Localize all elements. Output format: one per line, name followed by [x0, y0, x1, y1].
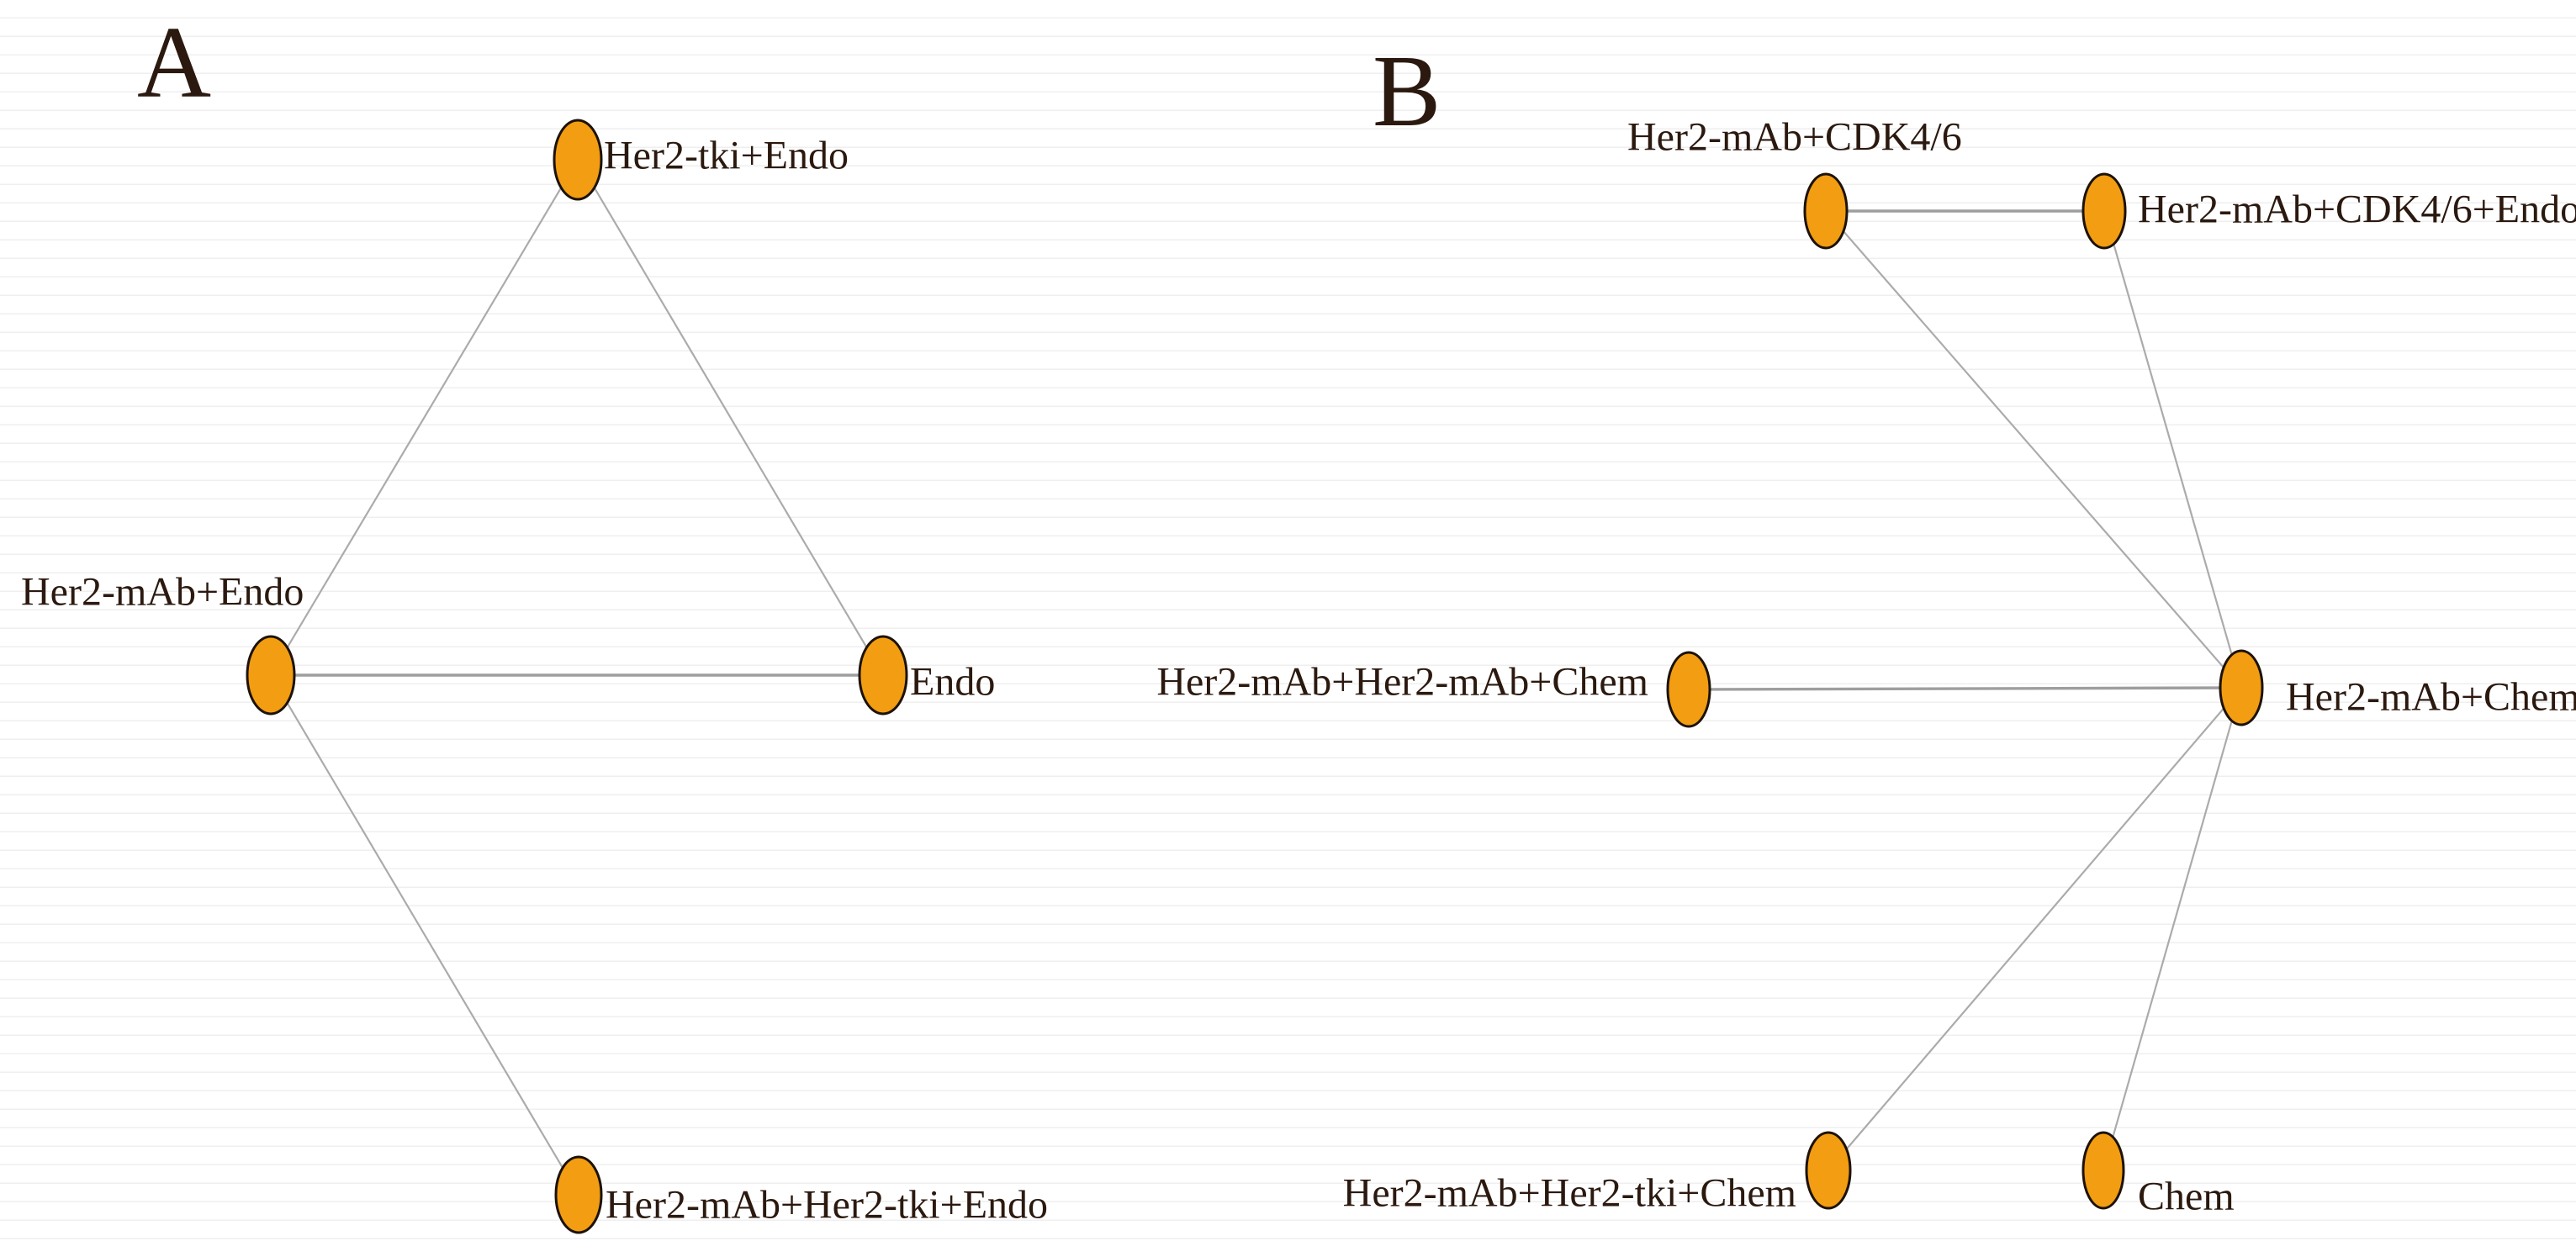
panel-label-B: B: [1373, 34, 1441, 148]
node-label-her2-mab-her2-mab-chem: Her2-mAb+Her2-mAb+Chem: [1156, 659, 1648, 705]
node-label-endo: Endo: [910, 659, 996, 705]
node-her2-tki-endo: [553, 119, 603, 201]
node-her2-mab-endo: [246, 635, 296, 716]
edge-her2-mab-her2-tki-chem--her2-mab-chem: [1828, 687, 2242, 1171]
node-label-chem: Chem: [2138, 1174, 2235, 1219]
panel-label-A: A: [137, 6, 212, 119]
node-her2-mab-her2-tki-endo: [554, 1155, 603, 1234]
edge-her2-mab-cdk46-endo--her2-mab-chem: [2103, 210, 2243, 689]
node-chem: [2081, 1131, 2125, 1210]
node-label-her2-mab-cdk46: Her2-mAb+CDK4/6: [1627, 114, 1962, 160]
node-her2-mab-her2-tki-chem: [1805, 1131, 1852, 1210]
node-her2-mab-cdk46-endo: [2081, 172, 2127, 250]
node-her2-mab-her2-mab-chem: [1666, 651, 1711, 728]
edge-chem--her2-mab-chem: [2102, 687, 2243, 1171]
node-label-her2-mab-cdk46-endo: Her2-mAb+CDK4/6+Endo: [2138, 187, 2576, 232]
edge-her2-tki-endo--endo: [577, 159, 884, 676]
edge-her2-mab-endo--her2-mab-her2-tki-endo: [270, 674, 579, 1196]
edge-her2-mab-cdk46--her2-mab-chem: [1825, 210, 2242, 689]
edge-her2-tki-endo--her2-mab-endo: [270, 159, 579, 676]
node-label-her2-tki-endo: Her2-tki+Endo: [604, 133, 849, 178]
node-her2-mab-chem: [2219, 649, 2264, 726]
node-endo: [858, 635, 908, 716]
node-her2-mab-cdk46: [1803, 172, 1849, 250]
node-label-her2-mab-endo: Her2-mAb+Endo: [21, 569, 304, 615]
node-label-her2-mab-her2-tki-chem: Her2-mAb+Her2-tki+Chem: [1342, 1170, 1796, 1216]
node-label-her2-mab-her2-tki-endo: Her2-mAb+Her2-tki+Endo: [606, 1182, 1049, 1228]
edge-her2-mab-her2-mab-chem--her2-mab-chem: [1688, 686, 2242, 691]
node-label-her2-mab-chem: Her2-mAb+Chem: [2286, 674, 2576, 720]
